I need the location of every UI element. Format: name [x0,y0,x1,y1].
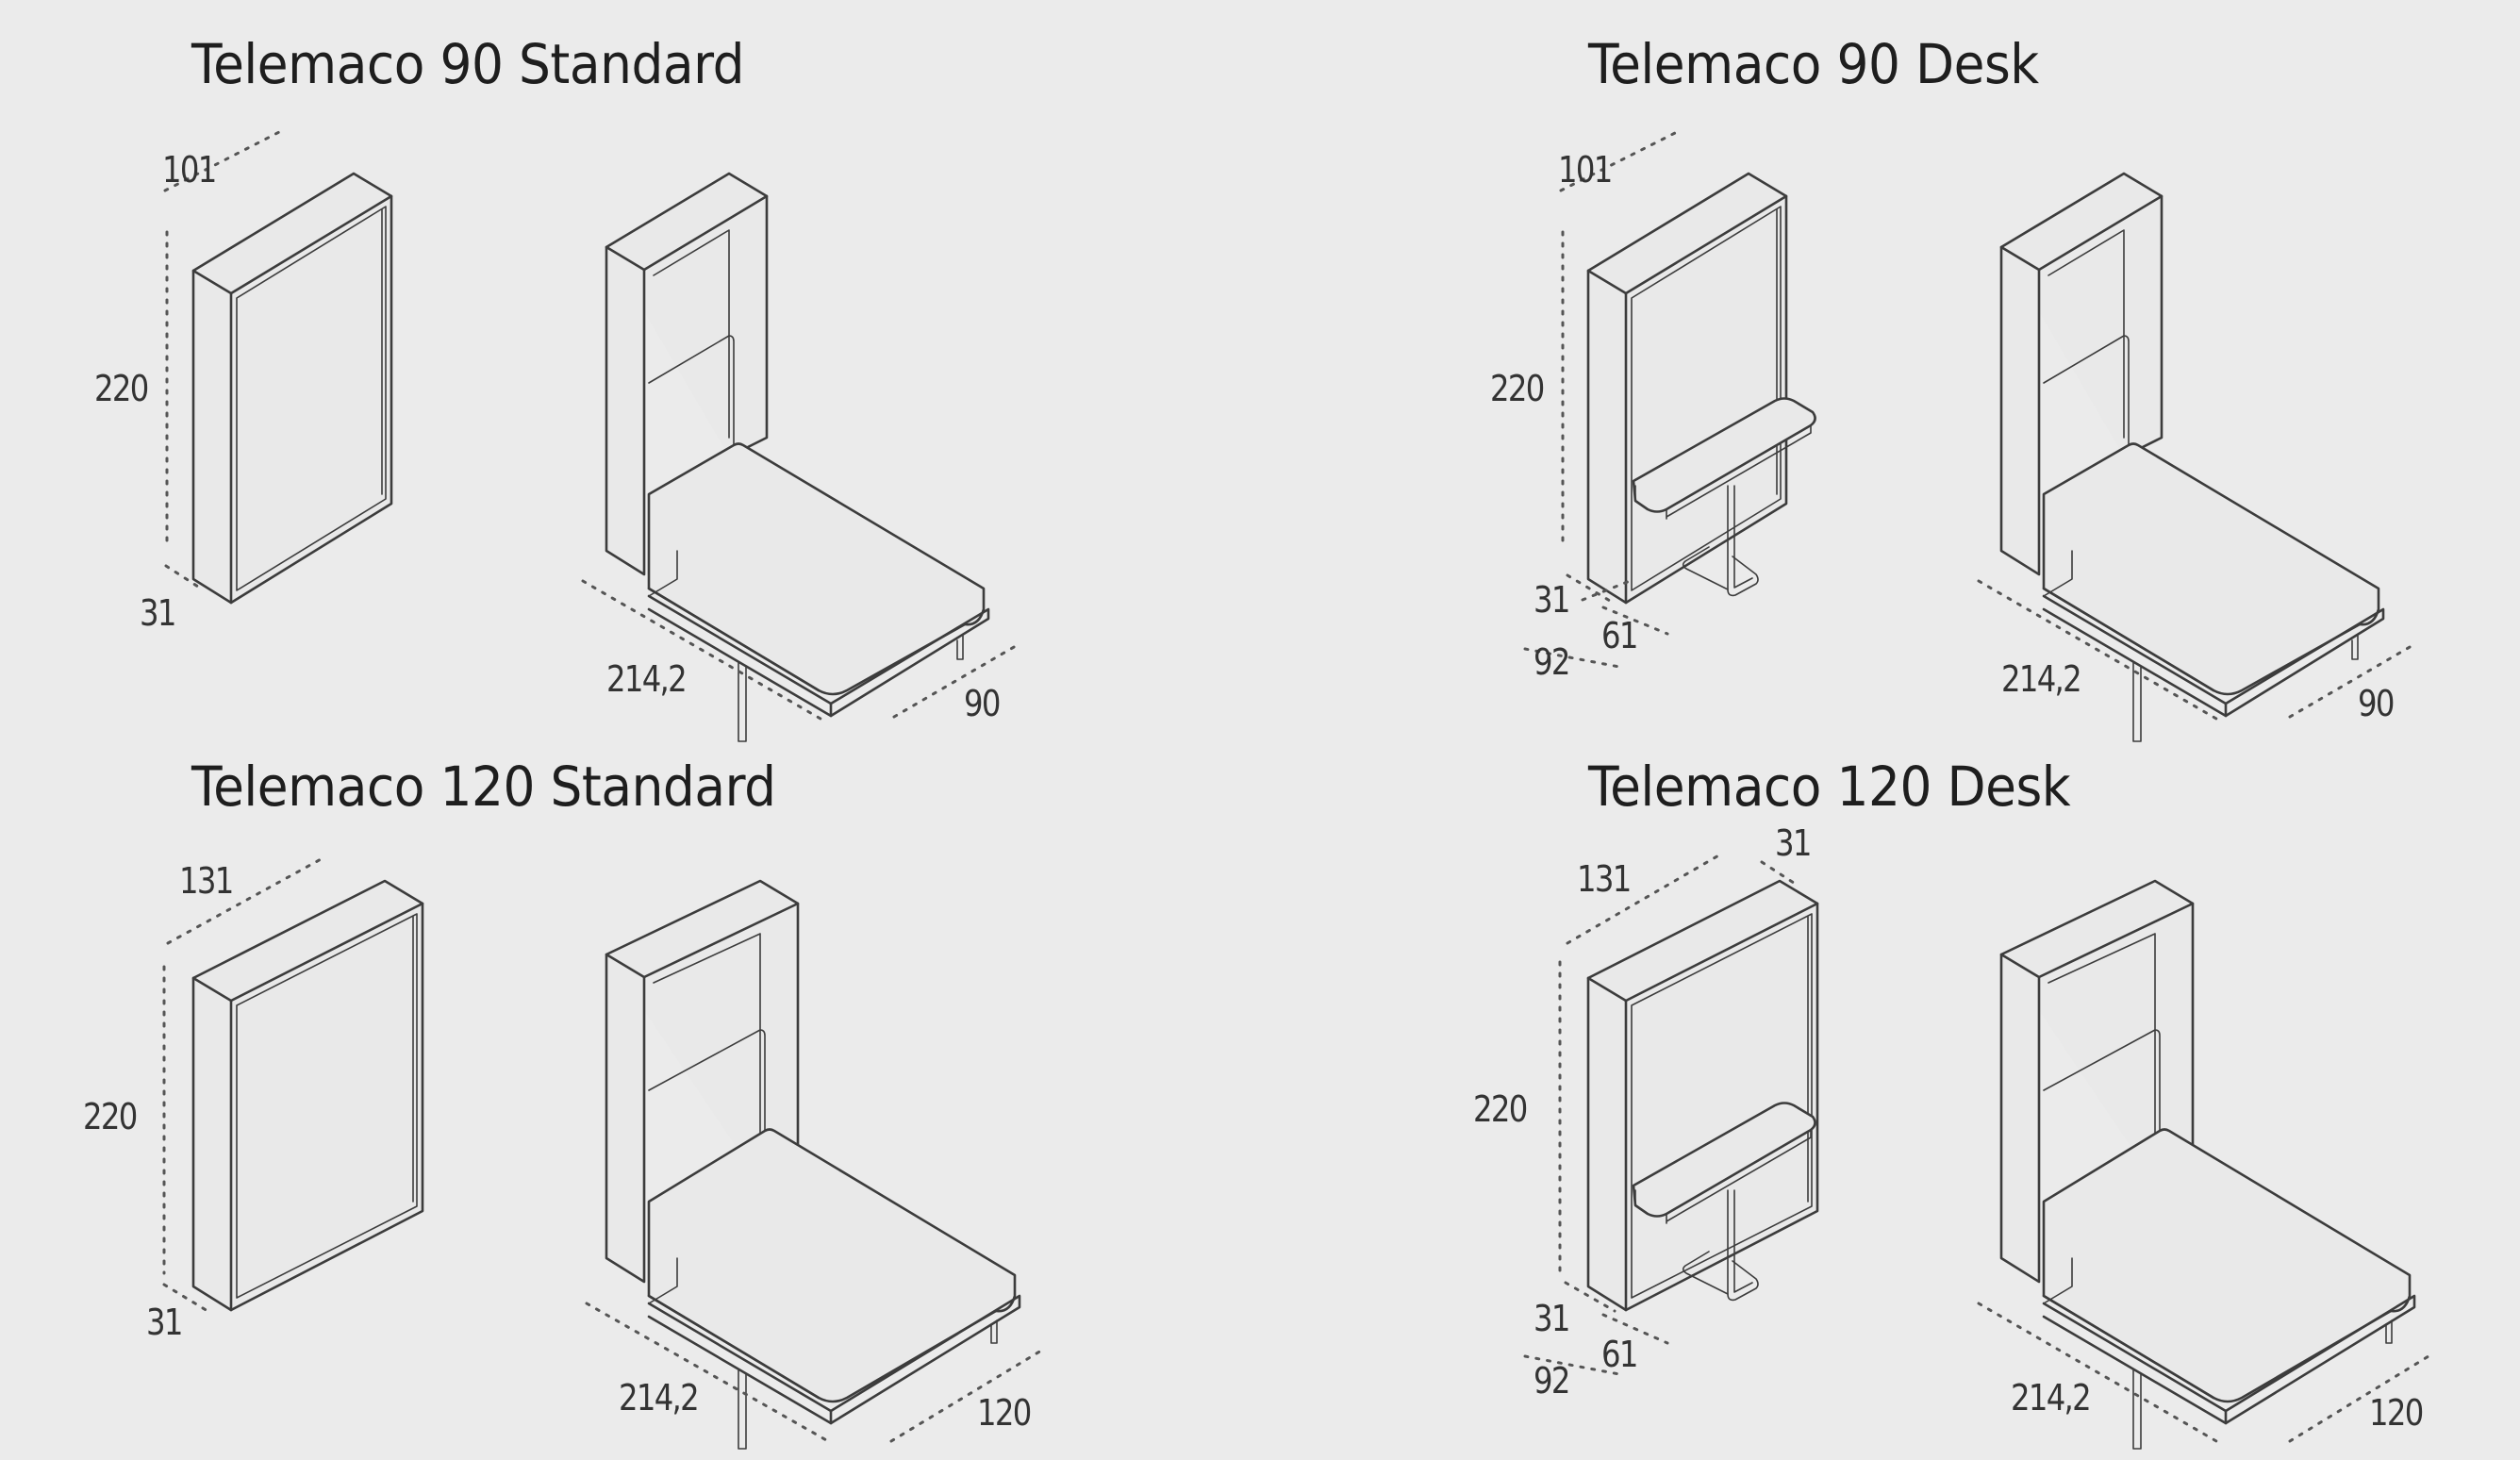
dim-height: 220 [1473,1088,1528,1130]
open-bed-drawing [605,879,1021,1451]
closed-cabinet-drawing [191,879,424,1312]
open-bed-drawing [1999,172,2385,743]
panel-90-desk-drawings [1523,128,2418,743]
dim-open-width: 120 [977,1392,1032,1434]
panel-title: Telemaco 90 Standard [191,32,745,96]
dim-open-length: 214,2 [2001,658,2082,700]
dim-depth: 31 [140,592,176,634]
dim-open-length: 214,2 [2011,1377,2092,1419]
dim-depth: 31 [146,1302,183,1343]
dim-height: 220 [94,368,149,409]
dim-open-width: 90 [964,683,1001,724]
dim-depth: 31 [1534,579,1570,621]
dim-total-depth: 92 [1534,641,1570,683]
dim-open-width: 120 [2369,1392,2424,1434]
panel-90-standard-drawings [163,128,1022,743]
closed-cabinet-with-desk-drawing [1586,172,1788,605]
closed-cabinet-with-desk-drawing [1586,879,1819,1312]
dim-desk-depth: 61 [1601,1334,1638,1375]
dim-width: 101 [162,149,217,191]
dim-desk-depth: 61 [1601,615,1638,656]
dim-width: 131 [1577,858,1632,900]
dim-height: 220 [83,1096,138,1137]
open-bed-drawing [1999,879,2416,1451]
dim-width: 101 [1558,149,1613,191]
panel-120-standard-drawings [162,856,1043,1451]
dim-open-width: 90 [2358,683,2395,724]
panel-120-desk-drawings [1523,853,2430,1451]
open-bed-drawing [605,172,990,743]
panel-title: Telemaco 90 Desk [1588,32,2039,96]
dim-width: 131 [179,860,234,902]
closed-cabinet-drawing [191,172,393,605]
panel-title: Telemaco 120 Standard [191,755,776,819]
dim-open-length: 214,2 [619,1377,700,1419]
dim-open-length: 214,2 [606,658,688,700]
dim-height: 220 [1490,368,1545,409]
dim-depth: 31 [1534,1298,1570,1339]
panel-title: Telemaco 120 Desk [1588,755,2071,819]
dim-total-depth: 92 [1534,1360,1570,1402]
dim-top-depth: 31 [1775,822,1812,864]
